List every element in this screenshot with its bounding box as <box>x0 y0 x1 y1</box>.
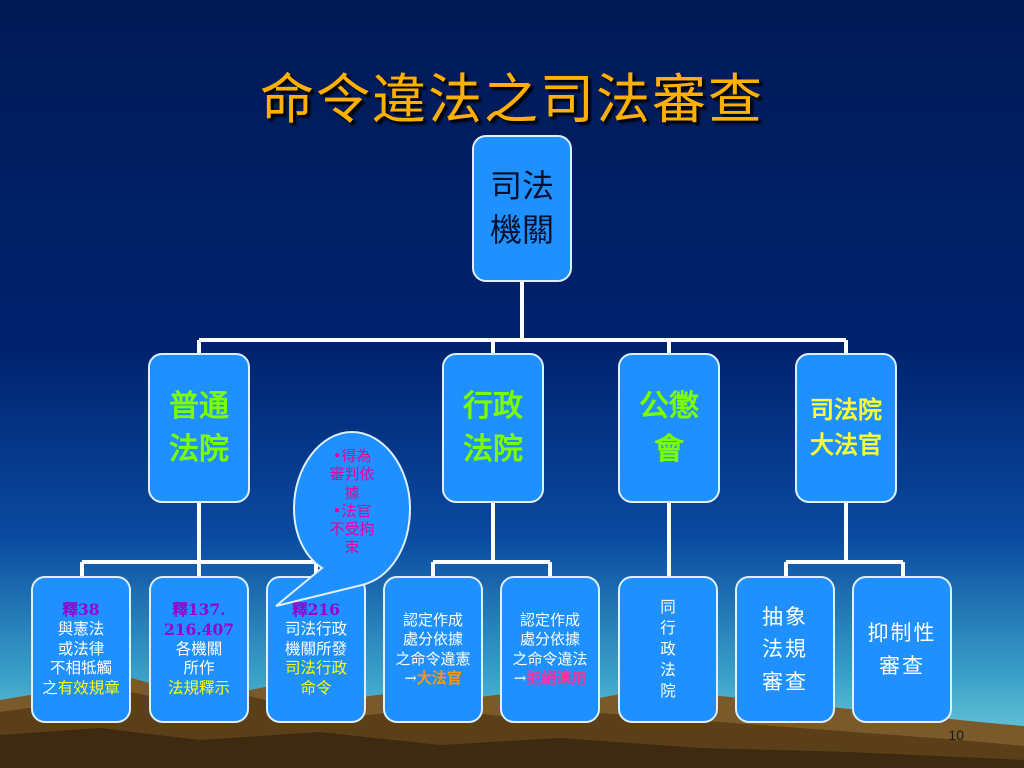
shi38-line-5b: 有效規章 <box>57 679 120 698</box>
restraint-line-2: 審查 <box>879 653 925 678</box>
bubble-line-6: 束 <box>344 538 360 557</box>
illegal-line-2: 處分依據 <box>519 630 580 648</box>
same-char-2: 行 <box>660 619 676 638</box>
bubble-line-4: •法官 <box>332 501 372 520</box>
shi137-line-4: 所作 <box>183 659 215 678</box>
shi137-line-5: 法規釋示 <box>167 679 230 698</box>
discipline-line-1: 公懲 <box>639 388 699 424</box>
shi38-line-5a: 之 <box>42 679 58 698</box>
shi216-line-5: 命令 <box>300 679 332 698</box>
same-as-admin-court-box: 同 行 政 法 院 <box>618 576 718 723</box>
abstract-line-2: 法規 <box>762 637 808 662</box>
restraint-line-1: 抑制性 <box>867 620 937 645</box>
illegal-line-3: 之命令違法 <box>512 649 588 668</box>
judicial-organs-box: 司法 機關 <box>472 135 572 282</box>
shi216-line-3: 機關所發 <box>284 639 347 658</box>
discipline-line-2: 會 <box>654 432 684 467</box>
illegal-line-4b: 拒絕適用 <box>526 669 587 687</box>
unconst-arrow: → <box>404 669 417 687</box>
shi137-line-3: 各機關 <box>175 639 223 658</box>
shi137-line-2: 216.407 <box>163 619 235 639</box>
shi38-line-4: 不相牴觸 <box>49 659 112 678</box>
abstract-review-box: 抽象 法規 審查 <box>735 576 835 723</box>
speech-bubble-text: •得為 審判依 據 •法官 不受拘 束 <box>308 447 396 557</box>
root-line-2: 機關 <box>489 210 554 249</box>
admin-court-line-2: 法院 <box>463 432 523 467</box>
same-char-4: 法 <box>660 660 676 679</box>
shi216-line-2: 司法行政 <box>284 619 347 638</box>
admin-court-line-1: 行政 <box>463 388 523 424</box>
same-char-1: 同 <box>660 598 676 617</box>
same-char-3: 政 <box>660 640 676 659</box>
ordinary-court-line-2: 法院 <box>169 432 229 467</box>
unconst-line-3: 之命令違憲 <box>395 649 471 668</box>
shi216-line-1: 釋216 <box>292 599 340 619</box>
same-char-5: 院 <box>660 681 676 700</box>
shi216-line-4: 司法行政 <box>284 659 347 678</box>
judicial-yuan-line-1: 司法院 <box>810 395 882 425</box>
restraint-review-box: 抑制性 審查 <box>852 576 952 723</box>
judicial-yuan-justices-box: 司法院 大法官 <box>795 353 897 503</box>
abstract-line-3: 審查 <box>762 669 808 694</box>
unconst-line-1: 認定作成 <box>402 610 463 629</box>
slide-title: 命令違法之司法審查 <box>260 68 764 131</box>
interpretation-137-box: 釋137. 216.407 各機關 所作 法規釋示 <box>149 576 249 723</box>
illegal-line-1: 認定作成 <box>519 610 580 629</box>
shi38-line-1: 釋38 <box>62 599 100 619</box>
root-line-1: 司法 <box>489 167 554 206</box>
bubble-line-1: •得為 <box>332 447 372 465</box>
judicial-yuan-line-2: 大法官 <box>810 430 882 459</box>
unconst-line-4b: 大法官 <box>416 669 462 687</box>
bubble-line-3: 據 <box>344 483 360 502</box>
page-number: 10 <box>948 727 964 743</box>
ordinary-court-box: 普通 法院 <box>148 353 250 503</box>
shi38-line-3: 或法律 <box>57 639 105 658</box>
ordinary-court-line-1: 普通 <box>169 388 229 424</box>
bubble-line-5: 不受拘 <box>329 520 375 539</box>
bubble-line-2: 審判依 <box>329 465 375 484</box>
unconstitutional-order-box: 認定作成 處分依據 之命令違憲 →大法官 <box>383 576 483 723</box>
illegal-order-box: 認定作成 處分依據 之命令違法 →拒絕適用 <box>500 576 600 723</box>
abstract-line-1: 抽象 <box>762 604 808 629</box>
shi38-line-2: 與憲法 <box>57 619 105 638</box>
interpretation-38-box: 釋38 與憲法 或法律 不相牴觸 之有效規章 <box>31 576 131 723</box>
unconst-line-2: 處分依據 <box>402 630 463 648</box>
discipline-commission-box: 公懲 會 <box>618 353 720 503</box>
shi137-line-1: 釋137. <box>172 599 226 619</box>
administrative-court-box: 行政 法院 <box>442 353 544 503</box>
illegal-arrow: → <box>513 669 527 687</box>
